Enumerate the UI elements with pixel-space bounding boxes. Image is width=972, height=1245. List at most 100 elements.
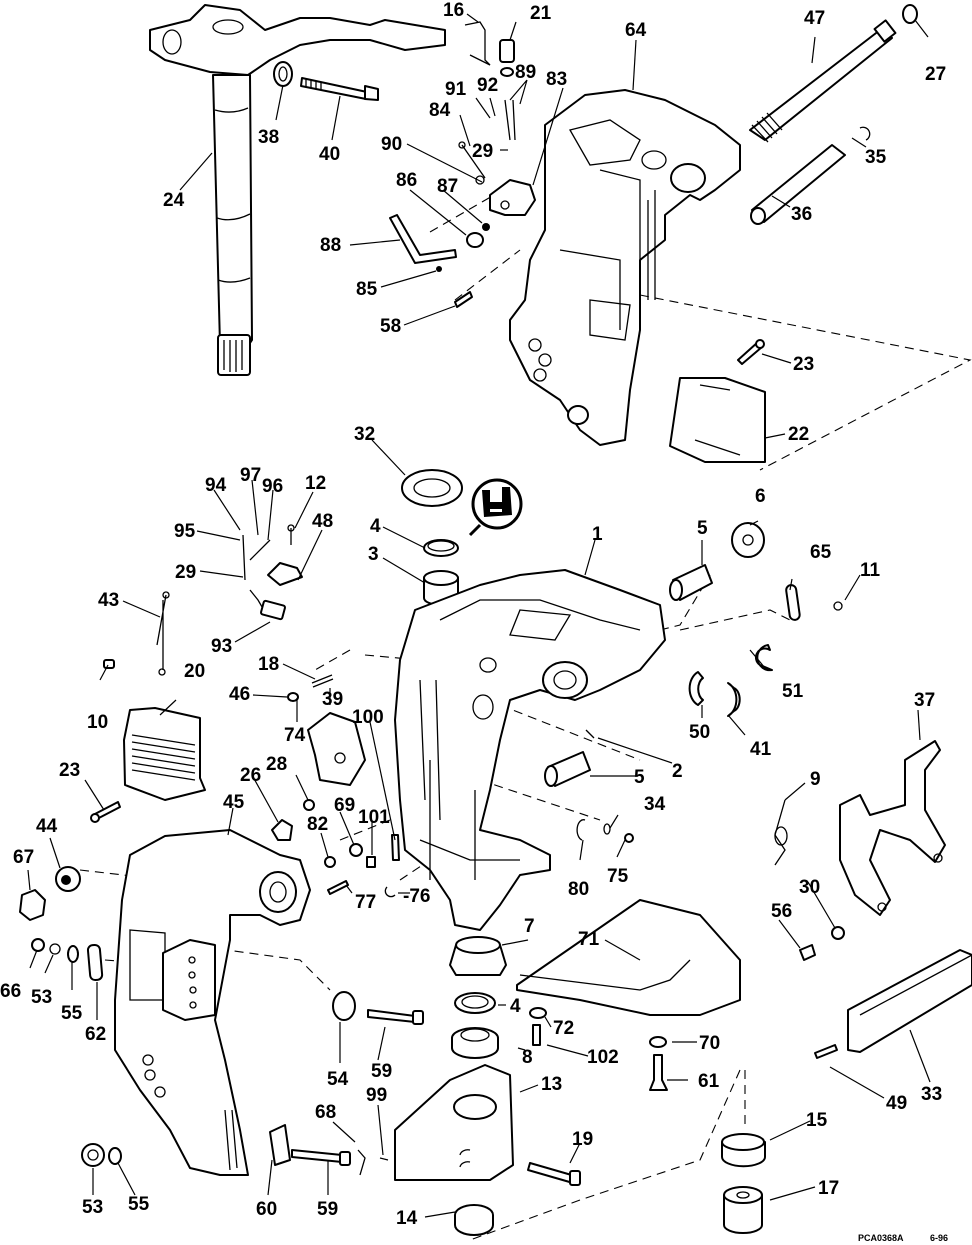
callout-47: 47	[804, 8, 825, 29]
callout-15: 15	[806, 1110, 828, 1131]
part-12-screw	[287, 524, 295, 545]
part-28-nut	[303, 799, 315, 811]
callout-27: 27	[925, 64, 946, 85]
drawing-code: PCA0368A	[858, 1233, 904, 1243]
callout-9: 9	[810, 769, 821, 790]
callout-23-lower: 23	[59, 760, 80, 781]
part-58-screw	[454, 291, 473, 308]
callout-76: -76	[403, 886, 430, 907]
part-85-pin	[436, 266, 442, 272]
callout-56: 56	[771, 901, 792, 922]
part-23-screw-upper	[737, 339, 765, 365]
part-77-screw	[327, 880, 349, 895]
part-60-plate	[269, 1124, 291, 1166]
callout-23-upper: 23	[793, 354, 814, 375]
part-71-anode-plate	[516, 899, 741, 1016]
callout-71: 71	[578, 929, 600, 950]
part-49-screw	[814, 1044, 838, 1059]
assembly-guide-lines	[79, 179, 972, 1241]
callout-59-upper: 59	[371, 1061, 392, 1082]
part-44-nut	[55, 866, 81, 892]
callout-53-lower: 53	[82, 1197, 103, 1218]
part-88-link	[389, 214, 457, 264]
part-38-washer	[273, 61, 293, 87]
part-51-clip	[755, 644, 773, 672]
callout-55-lower: 55	[128, 1194, 150, 1215]
callout-59-lower: 59	[317, 1199, 338, 1220]
part-4-seal-upper	[423, 539, 459, 557]
part-67-cap	[19, 889, 46, 921]
callout-34: 34	[644, 794, 666, 815]
callout-19: 19	[572, 1129, 593, 1150]
part-76-clip	[384, 886, 396, 898]
part-59-bolt-lower	[291, 1149, 351, 1166]
callout-88: 88	[320, 235, 341, 256]
part-2-screw	[585, 729, 595, 739]
callout-96: 96	[262, 476, 283, 497]
callout-69: 69	[334, 795, 355, 816]
part-4-seal-lower	[454, 992, 496, 1014]
part-5-pin-lower	[544, 751, 591, 787]
part-72-washer	[529, 1007, 547, 1019]
part-21-fitting	[499, 39, 515, 77]
part-54-washer	[332, 991, 356, 1021]
part-30-nut	[831, 926, 845, 940]
part-13-housing	[394, 1064, 514, 1181]
callout-82: 82	[307, 814, 328, 835]
part-27-ring	[902, 4, 918, 24]
part-35-clip	[859, 126, 871, 141]
part-64-stern-bracket	[509, 89, 741, 446]
part-14-nut	[454, 1204, 494, 1236]
callout-83: 83	[546, 69, 567, 90]
callout-38: 38	[258, 127, 279, 148]
part-101-clip	[366, 856, 376, 868]
callout-10: 10	[87, 712, 108, 733]
part-29-harness	[242, 534, 271, 581]
part-87-ball	[482, 223, 490, 231]
part-16-wire-clip	[464, 21, 491, 66]
part-18-pin	[311, 674, 334, 688]
part-45-stern-bracket	[114, 829, 311, 1176]
part-9-spring	[774, 799, 788, 866]
part-84-screw	[458, 141, 486, 179]
callout-18: 18	[258, 654, 279, 675]
part-22-plate	[669, 377, 766, 463]
callout-85: 85	[356, 279, 378, 300]
callout-101: 101	[358, 807, 390, 828]
callout-93: 93	[211, 636, 232, 657]
part-100-screw	[391, 834, 400, 861]
part-20-cover	[123, 707, 206, 801]
part-41-shim	[727, 682, 741, 717]
callout-61: 61	[698, 1071, 720, 1092]
part-62-link	[86, 943, 104, 982]
callout-2: 2	[672, 761, 683, 782]
callout-68: 68	[315, 1102, 336, 1123]
part-83-sensor	[489, 179, 536, 216]
callout-4-upper: 4	[370, 516, 381, 537]
callout-95: 95	[174, 521, 196, 542]
part-61-bolt	[649, 1054, 668, 1091]
part-40-bolt	[300, 77, 379, 101]
callout-3: 3	[368, 544, 379, 565]
part-90-washer	[475, 175, 485, 185]
callout-labels: 16 21 47 27 64 38 40 24 91 92 89 83 84 2…	[0, 0, 946, 1229]
callout-39: 39	[322, 689, 343, 710]
callout-86: 86	[396, 170, 417, 191]
part-15-mount	[721, 1133, 766, 1168]
part-37-tilt-lever	[839, 740, 946, 916]
callout-24: 24	[163, 190, 185, 211]
callout-70: 70	[699, 1033, 720, 1054]
callout-102: 102	[587, 1047, 619, 1068]
part-59-bolt-upper	[367, 1009, 424, 1025]
callout-45: 45	[223, 792, 245, 813]
part-23-screw-lower	[90, 801, 121, 823]
part-69-washer	[349, 843, 363, 857]
part-89-wires	[504, 99, 516, 141]
part-17-bushing	[723, 1186, 763, 1234]
callout-50: 50	[689, 722, 710, 743]
callout-87: 87	[437, 176, 458, 197]
part-53-nut-lower	[81, 1143, 105, 1167]
part-5-pin-upper	[669, 564, 713, 601]
sealant-application-icon	[468, 478, 523, 537]
